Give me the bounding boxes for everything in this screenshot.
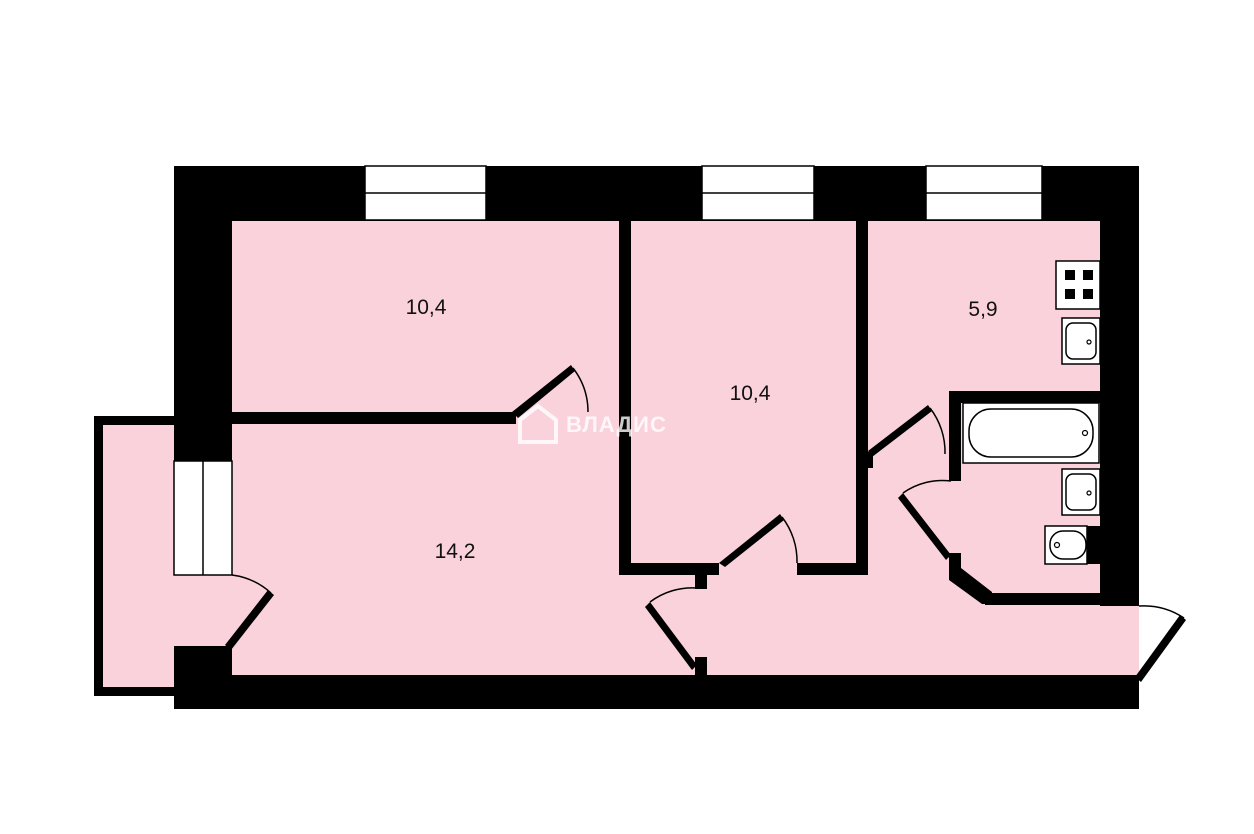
watermark-logo-icon (518, 403, 558, 444)
wall-bottom (174, 675, 1139, 709)
door-kitchen (868, 405, 946, 457)
room-area-label: 10,4 (406, 296, 447, 319)
bath-wall-top (949, 391, 1102, 403)
window-2 (701, 165, 815, 221)
door-hall-lower (645, 587, 698, 670)
wall-partition-bottom-a (619, 563, 719, 575)
wall-stub-b (695, 657, 707, 677)
floor-balcony (94, 416, 178, 696)
balcony-wall-top (94, 416, 176, 425)
toilet-icon (1044, 525, 1088, 565)
bathtub-icon (962, 402, 1100, 464)
wall-stub-a (695, 565, 707, 589)
room-labels: 10,4 10,4 5,9 14,2 (406, 296, 998, 563)
wall-right (1100, 166, 1139, 606)
windows (173, 165, 1043, 576)
wall-stub-c (863, 452, 873, 468)
room-area-label: 14,2 (435, 540, 476, 563)
balcony-wall-left (94, 416, 103, 696)
door-top-left-room (512, 365, 589, 418)
toilet-wall-block (1087, 526, 1102, 564)
wall-partition-vertical-b (856, 218, 868, 575)
window-3 (925, 165, 1043, 221)
door-middle-room (719, 514, 798, 567)
kitchen-sink-icon (1061, 317, 1101, 365)
wall-partition-bottom-b (797, 563, 867, 575)
watermark-text: ВЛАДИС (566, 412, 667, 437)
door-entrance (1135, 605, 1186, 682)
window-1 (364, 165, 487, 221)
wall-partition-vertical-a (619, 218, 631, 574)
stove-icon (1055, 260, 1101, 310)
room-area-label: 5,9 (968, 298, 997, 321)
bath-wall-diagonal (949, 568, 992, 604)
door-balcony (225, 574, 274, 650)
washbasin-icon (1061, 468, 1101, 516)
window-balcony (173, 460, 233, 576)
doors (225, 365, 1186, 682)
bath-wall-bottom (985, 593, 1102, 605)
balcony-wall-bottom (94, 687, 176, 696)
wall-partition-horizontal (230, 412, 516, 424)
watermark: ВЛАДИС (518, 403, 667, 444)
fixtures (962, 260, 1101, 565)
door-bathroom (898, 479, 952, 560)
wall-left-upper (174, 166, 232, 461)
bath-wall-left (949, 391, 961, 481)
room-area-label: 10,4 (730, 382, 771, 405)
